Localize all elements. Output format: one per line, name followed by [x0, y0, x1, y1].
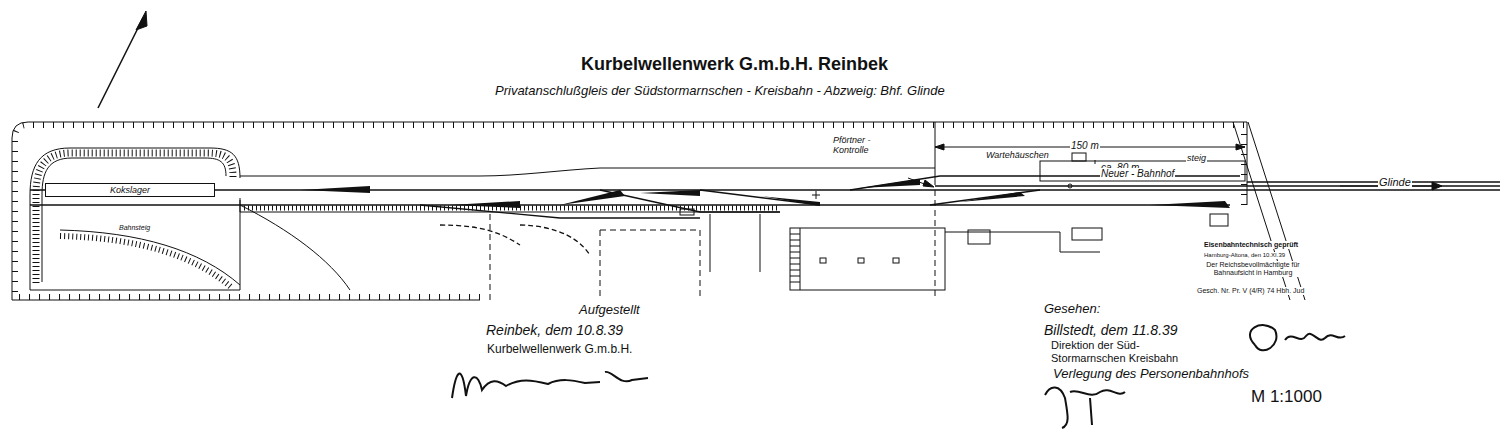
switch-frogs: [640, 190, 700, 196]
dimension: 150 m: [1070, 140, 1100, 152]
switch-frogs: [960, 192, 1025, 202]
tracks: [700, 190, 820, 205]
switch-frogs: [760, 196, 820, 206]
storage-building: Kokslager: [45, 183, 215, 197]
gate-label: Pförtner - Kontrolle: [832, 135, 896, 156]
site-boundary: [760, 214, 761, 272]
tracks: [930, 190, 1040, 205]
embankment-loop: [30, 198, 240, 290]
station-label: Neuer - Bahnhof: [1100, 168, 1175, 180]
buildings: [812, 191, 820, 199]
site-boundary: [710, 214, 711, 272]
site-boundary: [935, 122, 936, 185]
site-boundary: [15, 125, 1244, 297]
switch-frogs: [1150, 201, 1230, 208]
buildings: [1072, 228, 1102, 240]
correction-note: steig: [1186, 153, 1207, 163]
platform-label: Bahnsteig: [118, 224, 151, 232]
site-boundary: [600, 230, 700, 231]
north-arrow: [136, 11, 147, 30]
shelter-label: Wartehäuschen: [985, 150, 1050, 160]
direction-arrow: [1432, 182, 1442, 190]
embankment-loop: [60, 230, 240, 285]
dimension-lines: [935, 144, 944, 150]
site-boundary: [700, 230, 701, 300]
stamp-text: Eisenbahntechnisch geprüft: [1203, 241, 1299, 249]
note: Aufgestellt: [578, 303, 641, 318]
dimension-lines: [1095, 160, 1096, 164]
company-name: Kurbelwellenwerk G.m.b.H.: [486, 343, 633, 357]
tracks: [520, 225, 590, 255]
embankment-loop: [30, 148, 240, 290]
tracks: [30, 189, 1500, 190]
signatures: [452, 372, 648, 398]
embankment-loop: [42, 158, 226, 282]
embankment-loop: [240, 205, 350, 290]
site-boundary: [12, 122, 1247, 300]
stamp-text: Der Reichsbevollmächtigte für Bahnaufsic…: [1203, 261, 1303, 277]
authority-name: Direktion der Süd-Stormarnschen Kreisbah…: [1050, 339, 1187, 364]
site-boundary: [490, 214, 491, 300]
north-arrow: [98, 18, 143, 108]
subject-note: Verlegung des Personenbahnhofs: [1052, 367, 1250, 382]
buildings: [800, 228, 801, 290]
embankment-loop: [60, 236, 232, 288]
site-boundary: [600, 230, 601, 300]
destination-label: Glinde: [1378, 176, 1412, 189]
scale-label: M 1:1000: [1250, 387, 1323, 407]
tracks: [1247, 181, 1500, 182]
tracks: [935, 185, 1247, 186]
tracks: [30, 204, 1230, 205]
signatures: [1045, 387, 1125, 428]
embankment-loop: [36, 153, 233, 286]
dimension-lines: [1236, 144, 1245, 150]
buildings: [790, 228, 945, 290]
switch-frogs: [860, 179, 920, 188]
switch-frogs: [300, 186, 370, 193]
buildings: [790, 234, 800, 282]
tracks: [30, 176, 1500, 255]
signatures: [1250, 325, 1345, 350]
buildings: [1068, 184, 1072, 188]
subtitle: Privatanschlußgleis der Südstormarnschen…: [494, 84, 946, 99]
date-line: Billstedt, dem 11.8.39: [1043, 322, 1179, 338]
switch-frogs: [560, 190, 625, 205]
buildings: [968, 230, 990, 244]
date-line: Reinbek, dem 10.8.39: [485, 322, 624, 338]
site-boundary: [12, 122, 1247, 300]
buildings: [820, 258, 826, 263]
north-arrow: [98, 11, 147, 108]
site-boundary: [935, 190, 936, 300]
signatures: [452, 325, 1345, 428]
buildings: [680, 153, 1245, 290]
tracks: [850, 176, 1240, 190]
embankment-loop: [240, 200, 780, 212]
buildings: [1210, 214, 1228, 226]
buildings: [858, 258, 864, 263]
stamp-text: Hamburg-Altona, den 10.XI.39: [1203, 252, 1286, 259]
dimension-lines: [923, 180, 934, 187]
building-name: Kokslager: [110, 185, 150, 196]
note: Gesehen:: [1043, 302, 1101, 317]
drawing-title: Kurbelwellenwerk G.m.b.H. Reinbek: [580, 54, 889, 75]
switch-frogs: [300, 179, 1230, 208]
buildings: [893, 258, 899, 263]
embankment-loop: [240, 168, 935, 176]
tracks: [420, 205, 700, 218]
buildings: [680, 209, 694, 215]
stamp-text: Gesch. Nr. Pr. V (4/R) 74 Hbh. Jud: [1196, 287, 1305, 295]
buildings: [1072, 153, 1086, 161]
tracks: [440, 225, 520, 245]
switch-frogs: [450, 201, 520, 208]
embankment-loop: [30, 148, 935, 290]
buildings: [1040, 161, 1245, 181]
tracks: [1247, 185, 1500, 186]
